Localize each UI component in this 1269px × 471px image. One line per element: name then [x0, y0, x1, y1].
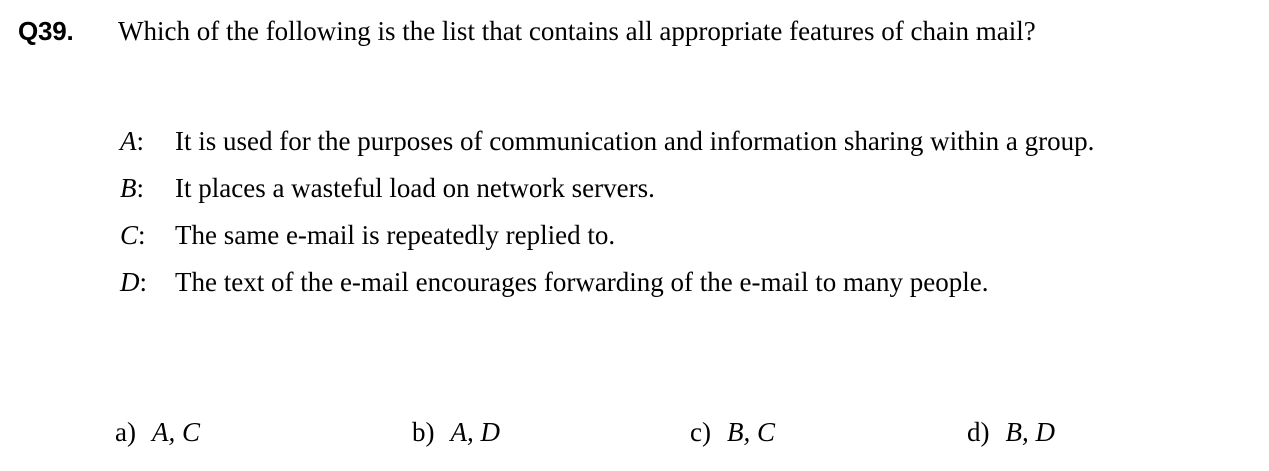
statement-letter-c: C	[120, 220, 139, 250]
question-header: Q39. Which of the following is the list …	[0, 14, 1269, 58]
statement-text-b: It places a wasteful load on network ser…	[175, 173, 655, 203]
answer-option-b[interactable]: b) A, D	[412, 412, 500, 452]
answer-option-d-value: B, D	[1005, 417, 1056, 447]
statement-separator-d: :	[139, 267, 148, 297]
statement-label-b: B:	[120, 165, 144, 212]
statement-item-c: C: The same e-mail is repeatedly replied…	[0, 212, 1269, 259]
statement-letter-a: A	[120, 126, 137, 156]
statement-text-a: It is used for the purposes of communica…	[175, 126, 1095, 156]
statement-letter-d: D	[120, 267, 140, 297]
answer-option-d[interactable]: d) B, D	[967, 412, 1055, 452]
statement-text-d: The text of the e-mail encourages forwar…	[175, 267, 989, 297]
statement-label-d: D:	[120, 259, 147, 306]
statement-separator-b: :	[136, 173, 145, 203]
statement-item-a: A: It is used for the purposes of commun…	[0, 118, 1269, 165]
answer-option-a[interactable]: a) A, C	[115, 412, 200, 452]
statement-item-b: B: It places a wasteful load on network …	[0, 165, 1269, 212]
answer-option-d-marker: d)	[967, 417, 990, 447]
statement-separator-a: :	[136, 126, 145, 156]
question-stem-text: Which of the following is the list that …	[118, 16, 1036, 46]
question-number-label: Q39.	[18, 16, 74, 46]
answer-option-a-marker: a)	[115, 417, 136, 447]
answer-option-c[interactable]: c) B, C	[690, 412, 775, 452]
statement-list: A: It is used for the purposes of commun…	[0, 118, 1269, 306]
statement-label-c: C:	[120, 212, 146, 259]
statement-text-c: The same e-mail is repeatedly replied to…	[175, 220, 616, 250]
statement-label-a: A:	[120, 118, 144, 165]
answer-options: a) A, C b) A, D c) B, C d) B, D	[0, 412, 1269, 457]
answer-option-c-marker: c)	[690, 417, 711, 447]
statement-letter-b: B	[120, 173, 137, 203]
statement-item-d: D: The text of the e-mail encourages for…	[0, 259, 1269, 306]
answer-option-a-value: A, C	[151, 417, 200, 447]
statement-separator-c: :	[138, 220, 146, 250]
answer-option-c-value: B, C	[726, 417, 775, 447]
answer-option-b-value: A, D	[450, 417, 501, 447]
answer-option-b-marker: b)	[412, 417, 435, 447]
